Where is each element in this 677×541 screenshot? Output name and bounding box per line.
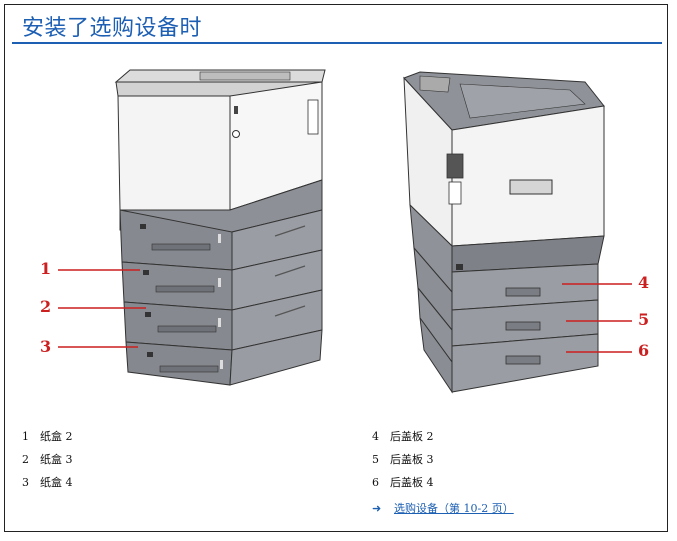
legend-label: 纸盒 2 [40, 430, 73, 443]
callout-6: 6 [638, 341, 650, 360]
legend-item: 4 后盖板 2 [372, 428, 434, 444]
legend-item: 2 纸盒 3 [22, 451, 73, 467]
legend-item: 3 纸盒 4 [22, 474, 73, 490]
legend-label: 纸盒 3 [40, 453, 73, 466]
legend-label: 后盖板 3 [390, 453, 434, 466]
callout-5: 5 [638, 310, 650, 329]
printer-rear-view [403, 71, 605, 394]
legend-number: 5 [372, 453, 379, 466]
arrow-right-icon: ➜ [372, 502, 382, 515]
link-text[interactable]: 选购设备（第 10-2 页） [394, 502, 514, 515]
callout-3: 3 [40, 337, 52, 356]
legend-item: 1 纸盒 2 [22, 428, 73, 444]
legend-number: 4 [372, 430, 379, 443]
legend-number: 3 [22, 476, 29, 489]
callout-1: 1 [40, 259, 52, 278]
legend-label: 后盖板 4 [390, 476, 434, 489]
legend-item: 5 后盖板 3 [372, 451, 434, 467]
callout-2: 2 [40, 297, 52, 316]
printer-front-view [114, 69, 326, 386]
page-frame [4, 4, 668, 532]
legend-item: 6 后盖板 4 [372, 474, 434, 490]
optional-equipment-link[interactable]: ➜ 选购设备（第 10-2 页） [372, 500, 514, 516]
legend-number: 1 [22, 430, 29, 443]
page-title: 安装了选购设备时 [22, 16, 203, 41]
title-rule [12, 42, 662, 44]
legend-number: 2 [22, 453, 29, 466]
callout-4: 4 [638, 273, 650, 292]
legend-number: 6 [372, 476, 379, 489]
legend-label: 纸盒 4 [40, 476, 73, 489]
legend-label: 后盖板 2 [390, 430, 434, 443]
